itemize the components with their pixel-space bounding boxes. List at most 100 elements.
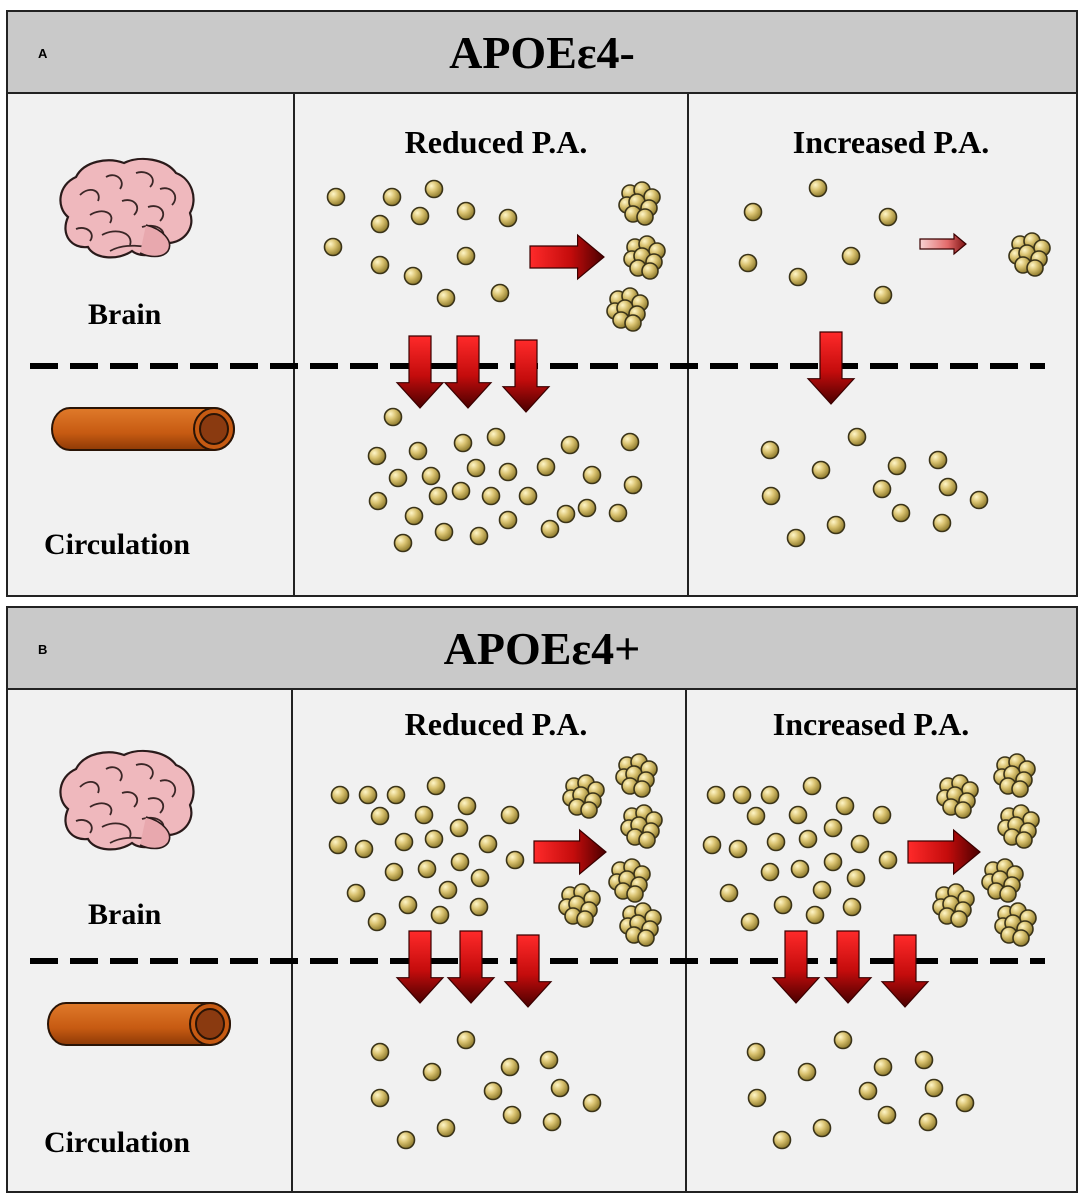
- particle-icon: [330, 785, 350, 805]
- particle-icon: [706, 785, 726, 805]
- particle-icon: [738, 253, 758, 273]
- particle-icon: [426, 776, 446, 796]
- particle-icon: [812, 1118, 832, 1138]
- particle-icon: [414, 805, 434, 825]
- brain-icon: [59, 157, 195, 259]
- particle-icon: [486, 427, 506, 447]
- particle-icon: [582, 465, 602, 485]
- particles: [323, 178, 989, 1150]
- particle-icon: [483, 1081, 503, 1101]
- particle-icon: [478, 834, 498, 854]
- arrow-icon: [823, 930, 873, 1004]
- particle-icon: [502, 1105, 522, 1125]
- arrow-icon: [771, 930, 821, 1004]
- particle-icon: [878, 850, 898, 870]
- particle-icon: [451, 481, 471, 501]
- particle-icon: [732, 785, 752, 805]
- particle-icon: [456, 201, 476, 221]
- particle-icon: [608, 503, 628, 523]
- particle-icon: [846, 868, 866, 888]
- particle-icon: [841, 246, 861, 266]
- aggregate-cluster-icon: [618, 181, 661, 226]
- particle-icon: [498, 462, 518, 482]
- particle-icon: [842, 897, 862, 917]
- particle-icon: [760, 440, 780, 460]
- particle-icon: [370, 1042, 390, 1062]
- aggregate-cluster-icon: [619, 902, 662, 947]
- particle-icon: [438, 880, 458, 900]
- column-title-reduced: Reduced P.A.: [404, 706, 588, 742]
- particle-icon: [500, 805, 520, 825]
- particle-icon: [370, 1088, 390, 1108]
- brain-icon: [59, 749, 195, 851]
- particle-icon: [772, 1130, 792, 1150]
- particle-icon: [788, 267, 808, 287]
- column-divider: [291, 690, 293, 1191]
- particle-icon: [408, 441, 428, 461]
- aggregate-cluster-icon: [620, 804, 663, 849]
- panel-header: B APOEε4+: [8, 608, 1076, 690]
- particle-icon: [466, 458, 486, 478]
- particle-icon: [728, 839, 748, 859]
- particle-icon: [370, 214, 390, 234]
- blood-vessel-icon: [47, 1002, 231, 1046]
- column-divider: [687, 94, 689, 595]
- particle-icon: [823, 818, 843, 838]
- aggregate-cluster-icon: [562, 774, 605, 819]
- panel-b: B APOEε4+ Reduced P.A. Increased P.A. Br…: [6, 606, 1078, 1193]
- particle-icon: [812, 880, 832, 900]
- arrow-icon: [503, 934, 553, 1008]
- particle-icon: [328, 835, 348, 855]
- arrow-icon: [806, 331, 856, 405]
- particle-icon: [955, 1093, 975, 1113]
- particle-icon: [382, 187, 402, 207]
- particle-icon: [797, 1062, 817, 1082]
- arrow-icon: [443, 335, 493, 409]
- particle-icon: [470, 868, 490, 888]
- particle-icon: [367, 912, 387, 932]
- particle-icon: [536, 457, 556, 477]
- particle-icon: [872, 479, 892, 499]
- panel-title: APOEε4+: [443, 623, 641, 674]
- arrow-icon: [533, 828, 607, 876]
- particle-icon: [417, 859, 437, 879]
- aggregate-cluster-icon: [1008, 232, 1051, 277]
- particle-icon: [498, 510, 518, 530]
- particle-icon: [490, 283, 510, 303]
- aggregate-cluster-icon: [994, 902, 1037, 947]
- particle-icon: [436, 288, 456, 308]
- particle-icon: [556, 504, 576, 524]
- particle-icon: [428, 486, 448, 506]
- particle-icon: [850, 834, 870, 854]
- particle-icon: [740, 912, 760, 932]
- particle-icon: [505, 850, 525, 870]
- particle-icon: [383, 407, 403, 427]
- panel-letter: A: [38, 46, 48, 61]
- particle-icon: [623, 475, 643, 495]
- particle-icon: [873, 285, 893, 305]
- particle-icon: [542, 1112, 562, 1132]
- particle-icon: [326, 187, 346, 207]
- particle-icon: [887, 456, 907, 476]
- particle-icon: [932, 513, 952, 533]
- particle-icon: [424, 829, 444, 849]
- arrows: [395, 232, 981, 1008]
- particle-icon: [873, 1057, 893, 1077]
- particle-icon: [403, 266, 423, 286]
- aggregate-cluster-icon: [608, 858, 651, 903]
- particle-icon: [938, 477, 958, 497]
- particle-icon: [436, 1118, 456, 1138]
- aggregate-cluster-icon: [615, 753, 658, 798]
- aggregate-cluster-icon: [558, 883, 601, 928]
- brain-label: Brain: [88, 298, 162, 331]
- particle-icon: [421, 466, 441, 486]
- particle-icon: [811, 460, 831, 480]
- aggregate-cluster-icon: [606, 287, 649, 332]
- circulation-label: Circulation: [44, 1126, 191, 1159]
- particle-icon: [805, 905, 825, 925]
- particle-icon: [872, 805, 892, 825]
- particle-icon: [766, 832, 786, 852]
- particle-icon: [808, 178, 828, 198]
- arrow-icon: [501, 339, 551, 413]
- particle-icon: [826, 515, 846, 535]
